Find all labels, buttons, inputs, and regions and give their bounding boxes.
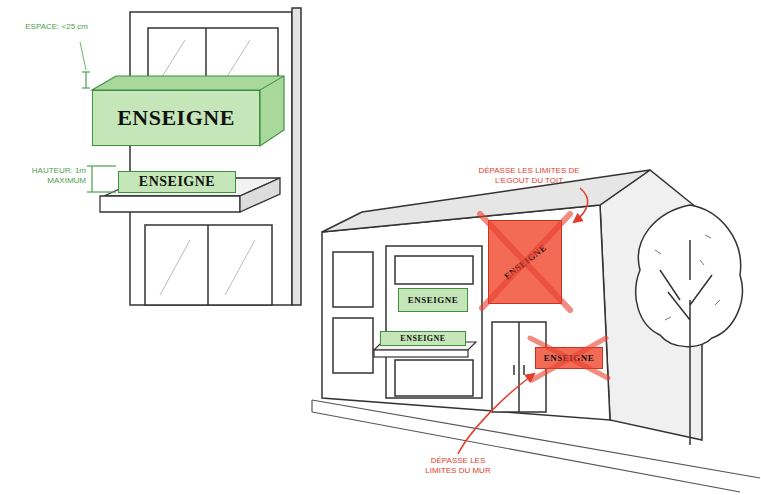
awning-front xyxy=(374,350,468,357)
callout-note: DÉPASSE LES LIMITES DU MUR xyxy=(418,456,498,476)
cross-stroke xyxy=(532,338,606,380)
glass-reflection xyxy=(225,40,250,80)
sign-text: ENSEIGNE xyxy=(502,243,548,282)
dimension-label: HAUTEUR: 1m MAXIMUM xyxy=(8,166,86,186)
sign-box-depth xyxy=(92,76,284,146)
shop-window xyxy=(395,360,473,396)
glass-reflection xyxy=(160,240,190,295)
awning-front xyxy=(100,196,240,212)
curb-line xyxy=(312,412,740,492)
dimension-tick xyxy=(87,165,116,166)
roof xyxy=(322,170,650,232)
tree xyxy=(636,205,743,445)
dimension-tick xyxy=(87,191,116,192)
awning-sign: ENSEIGNE xyxy=(118,171,236,193)
forbidden-cross xyxy=(480,214,570,310)
dimension-line xyxy=(85,72,86,88)
leader-line xyxy=(80,42,86,70)
awning-side xyxy=(240,178,280,212)
glass-reflection xyxy=(160,40,185,80)
tree-crown xyxy=(636,205,743,347)
sign-box-edge xyxy=(260,76,284,90)
forbidden-wall-sign: ENSEIGNE xyxy=(535,347,603,369)
door-handle xyxy=(513,365,515,375)
tree-trunk xyxy=(660,240,712,445)
sign-text: ENSEIGNE xyxy=(117,105,235,131)
window xyxy=(333,318,373,373)
facade-wall xyxy=(130,12,292,305)
cross-stroke xyxy=(482,214,570,308)
dimension-tick xyxy=(82,71,90,72)
height-dimension xyxy=(87,166,116,192)
awning-sign: ENSEIGNE xyxy=(380,331,466,346)
sidewalk xyxy=(312,400,760,492)
sign-text: ENSEIGNE xyxy=(408,295,459,305)
wall-sign: ENSEIGNE xyxy=(398,288,468,312)
shopfront xyxy=(386,246,482,398)
box-sign: ENSEIGNE xyxy=(92,90,260,146)
callout-note: DÉPASSE LES LIMITES DE L'EGOUT DU TOIT xyxy=(470,166,588,186)
sign-text: ENSEIGNE xyxy=(139,174,215,190)
left-facade xyxy=(130,8,301,305)
dimension-tick xyxy=(82,87,90,88)
sign-text: ENSEIGNE xyxy=(400,334,445,343)
space-dimension xyxy=(80,42,90,88)
door-split xyxy=(518,322,520,412)
window xyxy=(333,252,373,307)
dimension-line xyxy=(91,166,92,192)
glass-reflection xyxy=(225,240,255,295)
door-handle xyxy=(523,365,525,375)
cross-stroke xyxy=(480,214,570,310)
dimension-label: ESPACE: <25 cm xyxy=(18,22,88,32)
callout-arrow xyxy=(458,374,534,454)
shop-window xyxy=(395,256,473,284)
facade-side xyxy=(292,8,301,305)
forbidden-cross xyxy=(530,338,608,380)
forbidden-roof-sign: ENSEIGNE xyxy=(488,220,562,304)
cross-stroke xyxy=(530,338,608,378)
leaf-marks xyxy=(655,235,720,320)
sign-text: ENSEIGNE xyxy=(544,353,595,363)
front-wall xyxy=(322,205,610,420)
curb-line xyxy=(312,400,760,478)
callout-arrow xyxy=(574,188,588,222)
shop-window xyxy=(145,225,272,305)
curb-edge xyxy=(311,400,312,412)
window-mullion xyxy=(207,225,209,305)
